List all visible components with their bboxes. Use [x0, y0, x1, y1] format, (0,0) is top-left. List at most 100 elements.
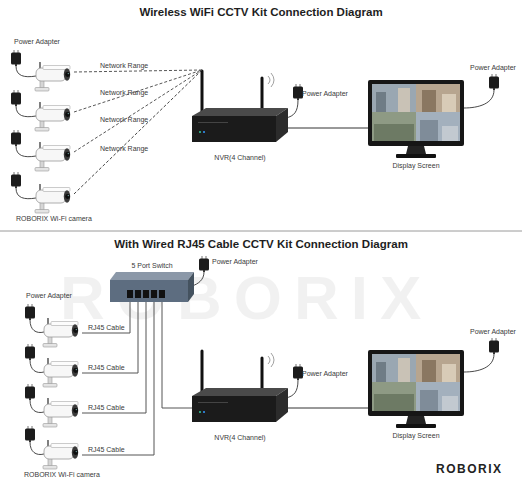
range-label: Network Range: [100, 116, 148, 124]
wifi-signal: [268, 76, 270, 84]
screen-building: [422, 360, 436, 382]
switch-front-face: [110, 280, 188, 302]
power-cord: [30, 320, 44, 333]
switch-port: [159, 290, 165, 298]
power-adapter: [489, 74, 499, 90]
power-adapter: [11, 90, 21, 106]
screen-building: [398, 358, 410, 382]
switch-side-face: [188, 272, 194, 302]
status-led: [199, 131, 201, 133]
network-range-line: [74, 70, 202, 72]
network-range-link: [74, 70, 202, 194]
power-adapter: [11, 172, 21, 188]
wifi-camera: ROBORIX Wi-Fi camera: [38, 440, 82, 470]
screen-view: [416, 354, 460, 382]
wifi-camera: [35, 103, 70, 132]
power-adapter: [489, 338, 499, 354]
switch-port: [127, 290, 133, 298]
screen-building: [376, 92, 386, 112]
nvr-recorder: NVR(4 Channel): [190, 70, 290, 152]
screen-building: [376, 362, 386, 382]
range-label: Network Range: [100, 89, 148, 97]
status-led: [203, 411, 205, 413]
device-label: Display Screen: [392, 162, 439, 170]
screen-building: [398, 88, 410, 112]
antenna: [201, 351, 204, 392]
nvr-recorder: NVR(4 Channel): [190, 350, 290, 432]
nvr-trim: [198, 402, 228, 403]
antenna: [201, 71, 204, 112]
rj45-cable: [82, 302, 146, 413]
adapter-label: Power Adapter: [302, 370, 348, 378]
device-label: 5 Port Switch: [131, 262, 172, 270]
device-shape: [30, 184, 74, 214]
nvr-trim: [198, 122, 228, 123]
wifi-camera: [35, 63, 70, 92]
monitor-stand: [406, 146, 426, 154]
nvr-side-face: [276, 388, 288, 422]
nvr-side-face: [276, 108, 288, 142]
power-adapter: [25, 426, 35, 442]
power-cord: [464, 354, 494, 372]
device-label: Display Screen: [392, 432, 439, 440]
screen-street: [442, 126, 458, 141]
network-switch: 5 Port Switch: [110, 272, 194, 302]
switch-port: [151, 290, 157, 298]
wifi-camera: [43, 399, 78, 428]
device-shape: [190, 350, 290, 432]
wifi-signal: [268, 356, 270, 364]
rj45-cable: [82, 302, 130, 333]
power-adapter: [11, 50, 21, 66]
connector-label: RJ45 Cable: [88, 446, 125, 454]
power-cord: [16, 146, 36, 157]
video-cable: [288, 128, 368, 129]
camera-icon: [35, 185, 70, 214]
cable-label: RJ45 Cable: [88, 404, 125, 412]
power-adapter: [25, 304, 35, 320]
nvr-top-face: [192, 108, 288, 116]
power-cord: [30, 400, 44, 413]
wifi-camera: [35, 143, 70, 172]
device-shape: [38, 440, 82, 470]
device-label: NVR(4 Channel): [214, 154, 265, 162]
device-label: ROBORIX Wi-Fi camera: [24, 471, 100, 479]
device-shape: [190, 70, 290, 152]
rj45-cable: [162, 302, 192, 408]
status-led: [203, 131, 205, 133]
video-cable: [288, 408, 368, 409]
screen-building: [422, 90, 436, 112]
section-title: With Wired RJ45 Cable CCTV Kit Connectio…: [0, 238, 522, 251]
monitor-base: [396, 424, 436, 428]
device-shape: [368, 80, 464, 160]
power-adapter: [293, 364, 303, 380]
power-cord: [30, 442, 44, 455]
wifi-camera: ROBORIX Wi-Fi camera: [30, 184, 74, 214]
screen-street: [442, 396, 458, 411]
switch-port: [143, 290, 149, 298]
display-monitor: Display Screen: [368, 350, 464, 430]
screen-view: [372, 354, 416, 382]
screen-view: [372, 382, 416, 411]
wifi-camera: [43, 319, 78, 348]
device-label: ROBORIX Wi-Fi camera: [16, 215, 92, 223]
power-adapter: [11, 130, 21, 146]
switch-top-face: [110, 272, 194, 280]
monitor-stand: [406, 416, 426, 424]
screen-view: [416, 382, 460, 411]
power-adapter: [25, 344, 35, 360]
monitor-bezel: [368, 350, 464, 416]
switch-port: [135, 290, 141, 298]
device-shape: [110, 272, 194, 302]
network-range-line: [74, 70, 202, 152]
monitor-base: [396, 154, 436, 158]
screen-building: [442, 364, 456, 382]
nvr-front-face: [192, 116, 276, 142]
power-cord: [16, 188, 36, 199]
adapter-label: Power Adapter: [470, 64, 516, 72]
brand-logo: ROBORIX: [436, 463, 503, 477]
screen-view: [372, 112, 416, 141]
rj45-cable: [82, 302, 138, 373]
screen-street: [374, 124, 414, 141]
power-cord: [16, 66, 36, 77]
